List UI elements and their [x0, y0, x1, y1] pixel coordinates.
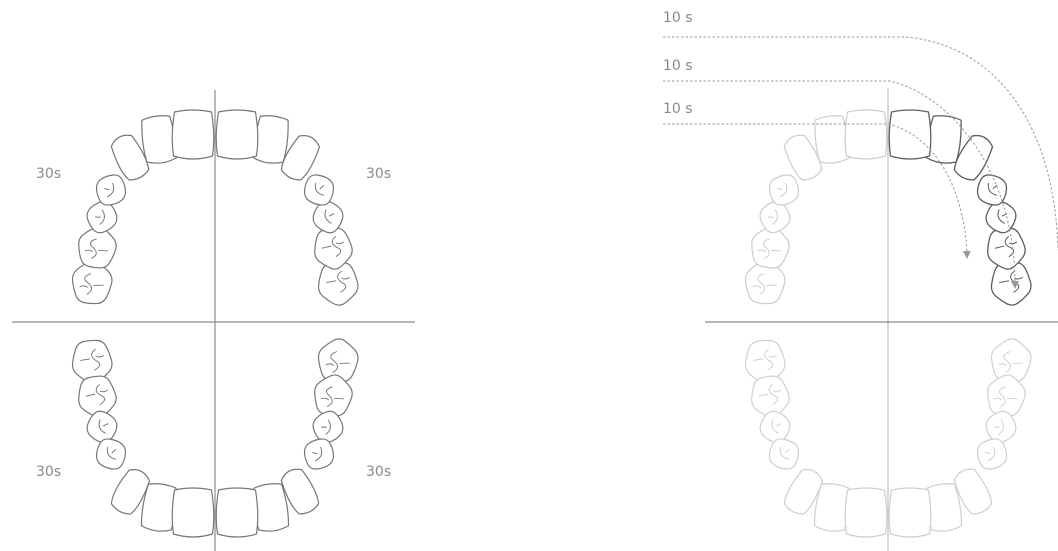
- step-label: 10 s: [663, 10, 693, 26]
- incisor-tooth: [845, 488, 887, 537]
- incisor-tooth: [216, 110, 258, 159]
- incisor-tooth: [845, 110, 887, 159]
- incisor-tooth: [216, 488, 258, 537]
- quadrant-diagram: 30s 30s 30s 30s: [12, 90, 415, 551]
- upper-right-time-label: 30s: [366, 166, 391, 182]
- dashed-guide-line: [663, 81, 1015, 285]
- step-label: 10 s: [663, 101, 693, 117]
- incisor-tooth: [172, 488, 214, 537]
- lower-left-time-label: 30s: [36, 464, 61, 480]
- brushing-sequence-diagram: 10 s 10 s 10 s: [663, 10, 1058, 551]
- step-label: 10 s: [663, 58, 693, 74]
- incisor-tooth: [889, 488, 931, 537]
- incisor-tooth: [889, 110, 931, 159]
- incisor-tooth: [172, 110, 214, 159]
- lower-right-time-label: 30s: [366, 464, 391, 480]
- upper-left-time-label: 30s: [36, 166, 61, 182]
